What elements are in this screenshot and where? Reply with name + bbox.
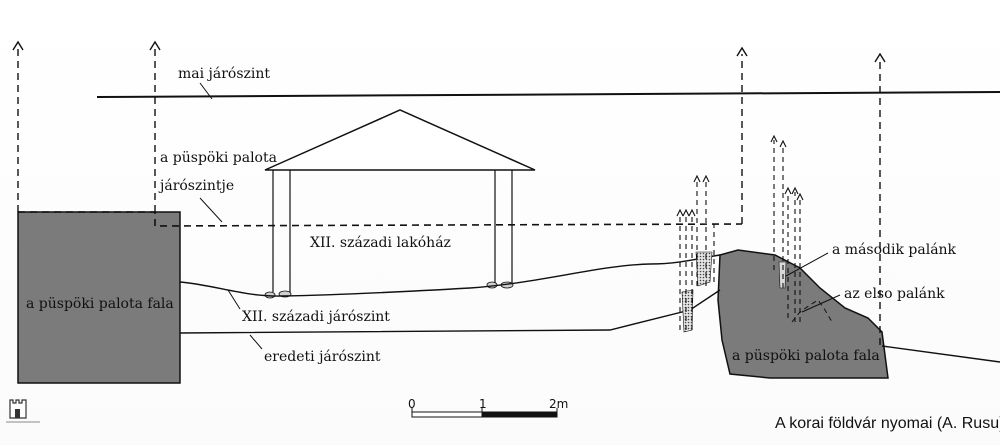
figure-caption: A korai földvár nyomai (A. Rusu) [775, 415, 1000, 432]
arrow-head-right-b [874, 52, 886, 63]
house-roof [264, 109, 536, 171]
palisade-first-fill [681, 289, 694, 333]
scale-tick-1: 1 [479, 397, 487, 411]
arrow-head-mid [149, 40, 161, 51]
leader-current-level [199, 82, 213, 100]
label-wall-left: a püspöki palota fala [26, 296, 174, 312]
leader-original-level [249, 334, 263, 350]
wall-right [717, 249, 889, 379]
palisade-first-trench [791, 299, 833, 323]
scale-tick-0: 0 [408, 397, 416, 411]
label-palace-level-1: a püspöki palota [160, 150, 277, 166]
wall-left [17, 211, 181, 384]
label-wall-right: a püspöki palota fala [732, 348, 880, 364]
label-current-level: mai járószint [178, 66, 270, 82]
current-level-line [96, 91, 1000, 98]
original-level-line [179, 289, 721, 334]
label-second-palisade: a második palánk [832, 242, 957, 258]
scale-tick-2: 2m [549, 397, 568, 411]
leader-palace-level [199, 197, 223, 223]
palisade-arrows-left [676, 174, 715, 330]
scale-bar [411, 408, 558, 418]
leader-12th-level [227, 289, 241, 310]
arrow-head-left [12, 40, 24, 51]
label-palace-level-2: járószintje [158, 178, 234, 194]
label-original-level: eredeti járószint [264, 349, 381, 365]
original-level-line-right [881, 345, 1000, 363]
label-house: XII. századi lakóház [310, 235, 451, 251]
leader-second-palisade [785, 252, 829, 277]
palace-level-line [18, 211, 743, 227]
leader-first-palisade [801, 294, 841, 313]
level-12th-line [179, 254, 721, 297]
label-first-palisade: az elso palánk [844, 286, 945, 302]
castle-logo-icon [6, 399, 40, 423]
arrow-head-right-a [736, 46, 748, 57]
label-12th-level: XII. századi járószint [242, 309, 390, 325]
palisade-upper-fill [695, 251, 713, 287]
palisade-arrows-right [770, 134, 804, 322]
